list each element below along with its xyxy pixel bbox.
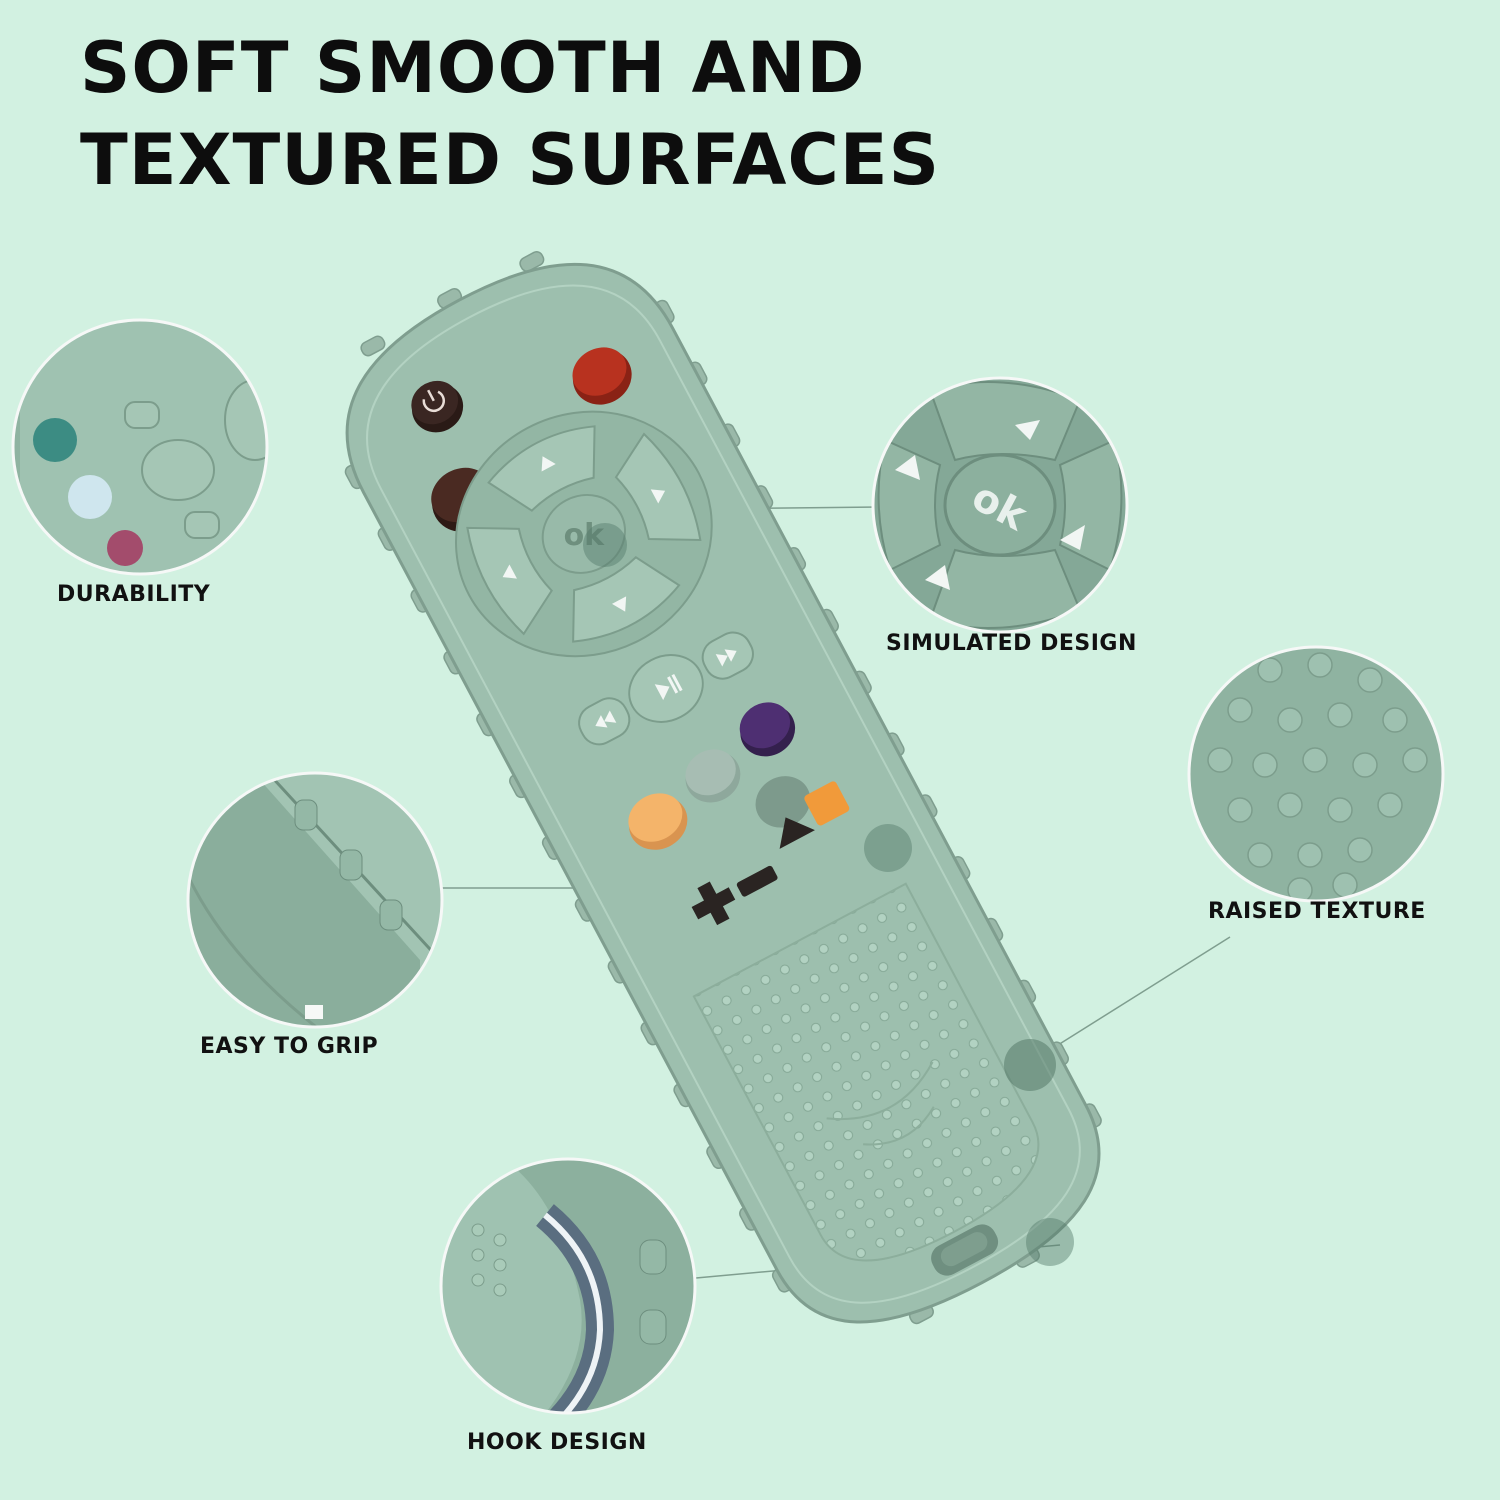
- detail-simulated-design: ok: [871, 376, 1129, 634]
- detail-hook-design: [439, 1157, 697, 1415]
- d-pad: ok: [454, 410, 713, 658]
- shape-buttons: [691, 776, 850, 926]
- callout-hook-design: HOOK DESIGN: [467, 1430, 647, 1455]
- ok-label: ok: [564, 518, 606, 553]
- detail-raised-texture: [1187, 645, 1445, 903]
- detail-durability: [11, 318, 269, 576]
- connector-raised: [1049, 936, 1231, 1051]
- purple-button: [739, 702, 796, 757]
- callout-simulated-design: SIMULATED DESIGN: [886, 631, 1137, 656]
- red-button: [572, 347, 632, 405]
- remote-teether: ok: [344, 251, 1102, 1325]
- raised-texture-area: [692, 882, 1040, 1262]
- callout-durability: DURABILITY: [57, 582, 211, 607]
- orange-button: [628, 793, 688, 850]
- headline-line-2: TEXTURED SURFACES: [80, 119, 941, 201]
- gray-button: [685, 749, 741, 803]
- callout-easy-to-grip: EASY TO GRIP: [200, 1034, 379, 1059]
- headline-line-1: SOFT SMOOTH AND: [80, 27, 866, 109]
- detail-easy-to-grip: [186, 771, 444, 1029]
- headline: SOFT SMOOTH AND TEXTURED SURFACES: [80, 22, 940, 206]
- hook-slot: [931, 1224, 999, 1276]
- power-button: [411, 380, 464, 433]
- callout-raised-texture: RAISED TEXTURE: [1208, 899, 1426, 924]
